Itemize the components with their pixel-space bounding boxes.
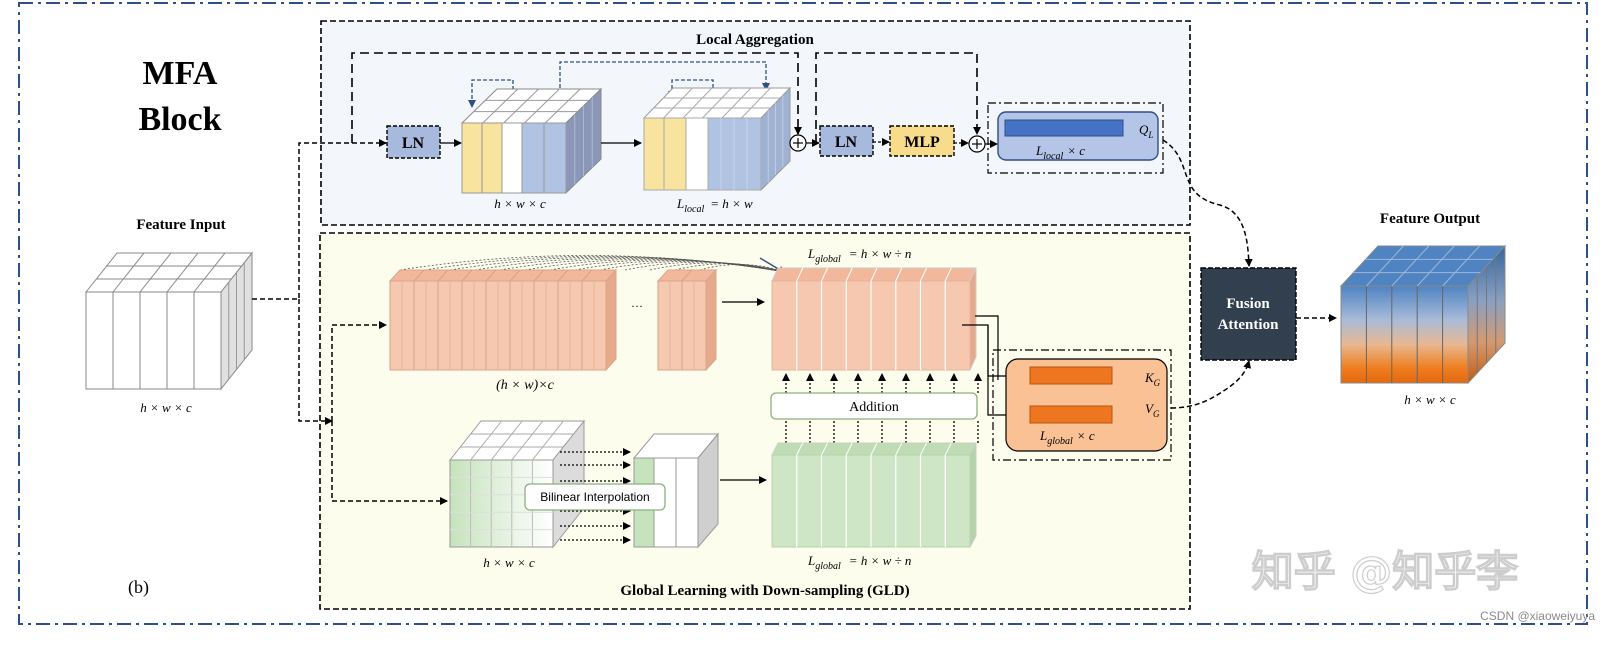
- token-col: [944, 267, 952, 282]
- seq-ellipsis: ···: [631, 299, 643, 313]
- ln2-label: LN: [835, 134, 858, 151]
- token-col: [796, 442, 804, 456]
- local-aggregation-title: Local Aggregation: [696, 32, 814, 48]
- attention-arc: [699, 264, 786, 273]
- kv-dim: Lglobal× c: [1039, 428, 1095, 447]
- ln1-box: LN: [386, 125, 441, 159]
- feature-output-title: Feature Output: [1380, 211, 1480, 227]
- local-dim-L: Llocal= h × w: [676, 196, 753, 215]
- feature-input-cube: Feature Input h × w × c: [84, 217, 254, 415]
- attention-arc: [449, 256, 786, 273]
- feature-output-dim: h × w × c: [1404, 392, 1456, 407]
- token-sequence: ··· (h × w)×c: [388, 255, 786, 393]
- csdn-credit: CSDN @xiaoweiyuya: [1480, 609, 1595, 623]
- q-to-fusion-curve: [1162, 139, 1253, 267]
- kv-to-fusion-curve: [1170, 360, 1252, 409]
- token-col: [870, 267, 878, 282]
- grid-dim: h × w × c: [483, 555, 535, 570]
- attention-arc: [524, 258, 786, 273]
- local-tensor-tokens: Llocal= h × w: [642, 86, 792, 215]
- mlp-box: MLP: [889, 125, 955, 157]
- token-slab-side: [705, 268, 717, 372]
- add-circle-2: [968, 135, 986, 153]
- local-tensor-dim: h × w × c: [494, 196, 546, 211]
- attention-arc: [474, 257, 786, 273]
- feature-input-title: Feature Input: [136, 217, 225, 233]
- token-col: [821, 442, 828, 456]
- attention-arc: [649, 262, 786, 273]
- seq-dim: (h × w)×c: [496, 378, 555, 393]
- attention-arc: [599, 261, 786, 273]
- attention-arc: [399, 255, 786, 273]
- grid-line: [682, 87, 713, 119]
- block-title-block: Block: [138, 101, 221, 138]
- grid-line: [1391, 245, 1430, 287]
- fusion-attention-box: Fusion Attention: [1200, 267, 1297, 361]
- grid-line: [524, 88, 560, 124]
- bottom-eq: Lglobal= h × w ÷ n: [807, 553, 911, 572]
- token-col: [920, 442, 927, 456]
- fusion-label-1: Fusion: [1226, 296, 1270, 312]
- attention-arc: [549, 259, 786, 273]
- attention-arc: [624, 261, 786, 273]
- grid-line: [482, 88, 519, 124]
- token-col: [796, 267, 804, 282]
- mlp-label: MLP: [904, 134, 940, 151]
- grid-line: [112, 252, 145, 293]
- q-label: QL: [1139, 122, 1153, 140]
- global-tokens-top: Lglobal= h × w ÷ n: [771, 246, 977, 371]
- token-col: [845, 442, 853, 456]
- grid-line: [721, 87, 752, 119]
- zhihu-watermark: 知乎 @知乎李: [1252, 547, 1519, 596]
- grid-line: [1442, 245, 1480, 287]
- outer-border: [18, 2, 1588, 625]
- token-slab-side: [605, 268, 617, 372]
- gld-title: Global Learning with Down-sampling (GLD): [620, 583, 909, 599]
- global-tokens-bottom: Lglobal= h × w ÷ n: [771, 442, 977, 572]
- grid-line: [702, 87, 732, 119]
- token-col: [821, 267, 828, 282]
- grid-line: [511, 420, 544, 461]
- v-label: VG: [1145, 401, 1160, 419]
- grid-line: [1366, 245, 1404, 287]
- local-query-output: Llocal× c QL: [987, 102, 1164, 174]
- grid-line: [490, 420, 523, 461]
- token-col: [870, 442, 878, 456]
- grid-line: [532, 420, 564, 461]
- grid-line: [1416, 245, 1455, 287]
- add-circle-1: [789, 134, 807, 152]
- local-skip-connections: [351, 52, 981, 143]
- feature-output-cube: Feature Output h × w × c: [1339, 211, 1507, 407]
- local-tensor-hwc: h × w × c: [460, 87, 603, 211]
- grid-line: [139, 252, 172, 293]
- grid-line: [166, 252, 199, 293]
- grid-line: [663, 87, 693, 119]
- ln2-box: LN: [819, 125, 874, 157]
- input-connectors: [252, 139, 448, 505]
- fusion-label-2: Attention: [1218, 317, 1279, 333]
- grid-line: [470, 420, 502, 461]
- panel-label-b: (b): [128, 577, 149, 598]
- token-col: [895, 442, 903, 456]
- local-out-label: Llocal× c: [1035, 143, 1085, 162]
- addition-box: Addition: [770, 373, 982, 443]
- top-eq: Lglobal= h × w ÷ n: [807, 246, 911, 265]
- grid-line: [503, 88, 539, 124]
- addition-label: Addition: [849, 400, 899, 415]
- bilinear-interpolation-box: Bilinear Interpolation: [524, 483, 666, 511]
- block-title-mfa: MFA: [143, 55, 218, 92]
- feature-input-dim: h × w × c: [140, 400, 192, 415]
- ln1-label: LN: [402, 135, 425, 152]
- token-col: [895, 267, 903, 282]
- k-label: KG: [1144, 370, 1161, 388]
- grid-line: [741, 87, 771, 119]
- bilinear-label: Bilinear Interpolation: [540, 490, 649, 504]
- token-col: [845, 267, 853, 282]
- token-col: [944, 442, 952, 456]
- global-kv-output: KG VG Lglobal× c: [992, 349, 1172, 461]
- grid-line: [544, 88, 581, 124]
- grid-line: [193, 252, 226, 293]
- token-col: [920, 267, 927, 282]
